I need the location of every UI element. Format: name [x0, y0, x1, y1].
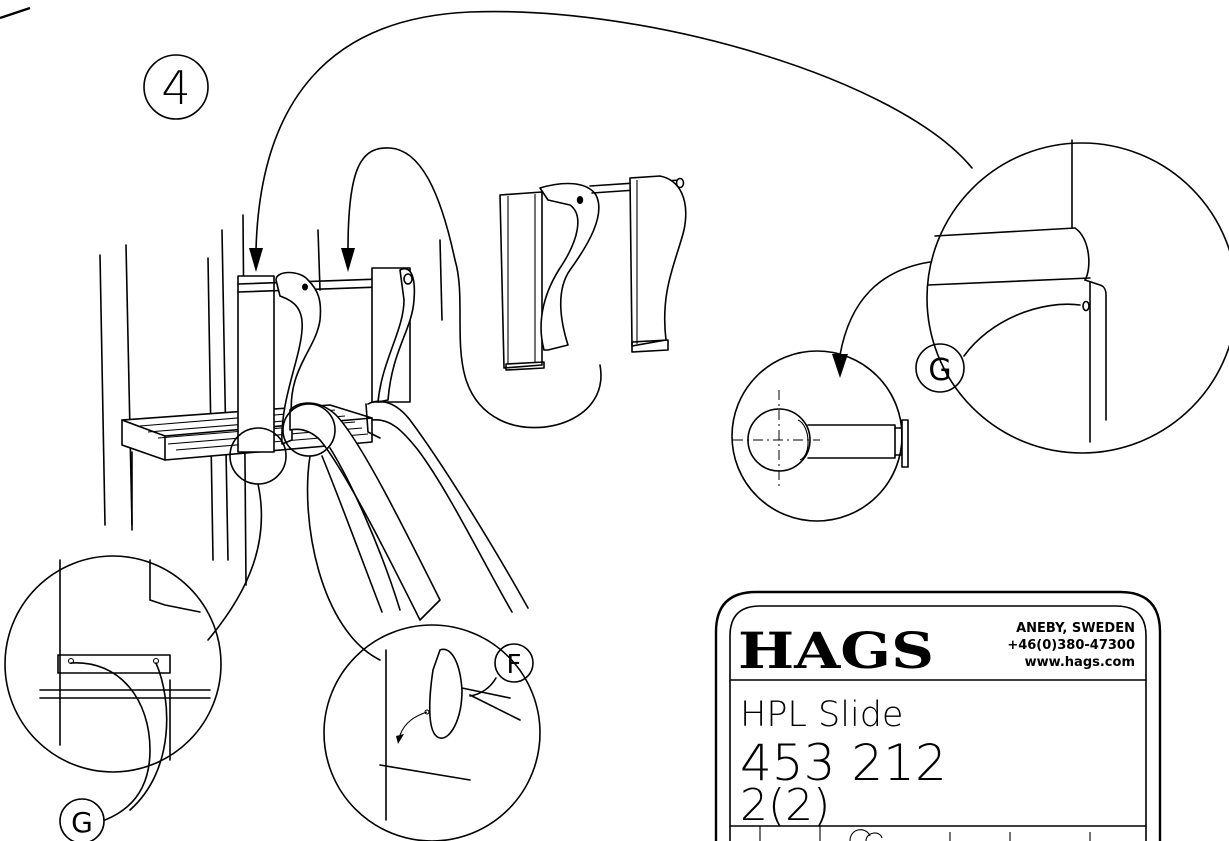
brand-logo: HAGS [738, 621, 934, 680]
product-name: HPL Slide [740, 695, 903, 735]
step-number-badge: 4 [143, 54, 209, 120]
page-indicator: 2(2) [740, 780, 830, 831]
sheet-corner-mark [0, 6, 31, 20]
exploded-panels [499, 175, 687, 371]
title-block: HAGS ANEBY, SWEDEN +46(0)380-47300 www.h… [714, 590, 1162, 841]
callout-f: F [507, 650, 522, 680]
detail-circle-bottom-center: F [323, 624, 541, 841]
detail-circle-bottom-left: G [4, 555, 222, 841]
arrow-from-panels [341, 147, 602, 429]
step-number: 4 [161, 61, 190, 115]
mounted-side-panels [237, 267, 416, 453]
leader-center [306, 455, 381, 661]
website-text: www.hags.com [1025, 655, 1135, 670]
arrow-to-left-post [249, 10, 973, 272]
detail-circle-right [731, 261, 931, 522]
detail-circle-top-right: G [915, 139, 1229, 454]
leader-left [207, 483, 263, 641]
phone-text: +46(0)380-47300 [1007, 638, 1135, 653]
callout-g-top: G [928, 353, 951, 388]
slide-chute [289, 400, 529, 621]
address-text: ANEBY, SWEDEN [1016, 621, 1135, 636]
detail-origin-center [282, 403, 336, 457]
callout-g-bottom: G [71, 806, 93, 839]
article-number: 453 212 [740, 734, 947, 792]
